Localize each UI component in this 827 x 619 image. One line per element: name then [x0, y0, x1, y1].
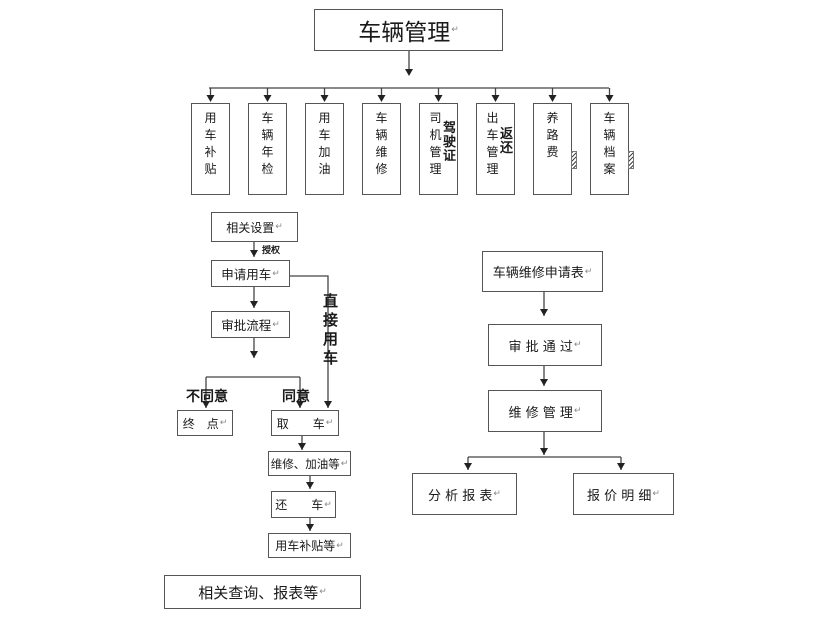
paragraph-mark: ↵ [652, 489, 660, 499]
analysis-report-text: 分 析 报 表 [428, 488, 493, 504]
settings-box: 相关设置↵ [211, 212, 298, 242]
repair-request-box: 车辆维修申请表↵ [482, 251, 603, 292]
paragraph-mark: ↵ [573, 340, 582, 350]
arrow-head-icon [548, 95, 557, 102]
paragraph-mark: ↵ [272, 268, 280, 279]
subsidy-box: 用车补贴等↵ [268, 533, 351, 558]
arrow-head-icon [263, 95, 272, 102]
approved-box: 审 批 通 过↵ [488, 324, 602, 366]
arrow-head-icon [206, 95, 215, 102]
maintain-text: 维修、加油等 [270, 456, 340, 471]
paragraph-mark: ↵ [573, 406, 582, 416]
title-text: 车辆管理 [358, 20, 451, 46]
direct-use-label: 直接用车 [323, 292, 339, 367]
module-side-label: 返还 [500, 127, 514, 156]
module-label: 养路费 [546, 111, 559, 159]
module-box: 司机管理驾驶证 [419, 103, 458, 195]
arrow-head-icon [296, 401, 304, 408]
module-side-label: 驾驶证 [443, 121, 457, 164]
connector-direct [290, 275, 329, 408]
approved-text: 审 批 通 过 [508, 339, 573, 355]
module-box: 用车加油 [305, 103, 344, 195]
return-box: 还 车↵ [271, 491, 336, 518]
paragraph-mark: ↵ [275, 222, 283, 232]
arrow-head-icon [605, 95, 614, 102]
query-text: 相关查询、报表等 [198, 583, 319, 602]
subsidy-text: 用车补贴等 [275, 539, 336, 553]
paragraph-mark: ↵ [336, 540, 344, 551]
arrow-head-icon [464, 463, 472, 470]
paragraph-mark: ↵ [325, 418, 334, 428]
settings-text: 相关设置 [226, 220, 275, 235]
module-label: 车辆档案 [603, 111, 616, 176]
title-box: 车辆管理↵ [314, 9, 503, 51]
query-box: 相关查询、报表等↵ [164, 575, 361, 609]
arrow-head-icon [434, 95, 443, 102]
arrow-head-icon [250, 301, 258, 308]
reject-label: 不同意 [186, 389, 228, 405]
paragraph-mark: ↵ [319, 587, 327, 597]
module-label: 用车补贴 [204, 111, 217, 176]
paragraph-mark: ↵ [451, 25, 459, 35]
end-text: 终 点 [182, 416, 219, 431]
repair-manage-box: 维 修 管 理↵ [488, 390, 602, 432]
module-box: 车辆年检 [248, 103, 287, 195]
paragraph-mark: ↵ [219, 418, 228, 428]
arrow-head-icon [298, 443, 306, 450]
module-box: 车辆档案 [590, 103, 629, 195]
agree-label: 同意 [282, 389, 310, 405]
arrow-head-icon [540, 448, 548, 455]
module-label: 出车管理 [486, 111, 499, 176]
hatch-marker-icon [628, 151, 634, 169]
paragraph-mark: ↵ [493, 489, 501, 499]
paragraph-mark: ↵ [272, 319, 280, 330]
module-box: 出车管理返还 [476, 103, 515, 195]
module-label: 司机管理 [429, 111, 442, 176]
arrow-head-icon [540, 309, 548, 316]
paragraph-mark: ↵ [340, 458, 349, 469]
paragraph-mark: ↵ [324, 499, 332, 510]
arrow-head-icon [250, 250, 258, 257]
analysis-report-box: 分 析 报 表↵ [412, 473, 517, 515]
arrow-head-icon [250, 351, 258, 358]
arrow-head-icon [540, 379, 548, 386]
arrow-head-icon [617, 463, 625, 470]
arrow-head-icon [324, 401, 332, 408]
arrow-head-icon [405, 69, 413, 76]
repair-request-text: 车辆维修申请表 [492, 266, 584, 281]
module-box: 用车补贴 [191, 103, 230, 195]
module-box: 车辆维修 [362, 103, 401, 195]
approval-box: 审批流程↵ [211, 311, 290, 338]
pickup-text: 取 车 [276, 416, 325, 431]
module-label: 车辆维修 [375, 111, 388, 176]
arrow-head-icon [491, 95, 500, 102]
pickup-box: 取 车↵ [271, 410, 339, 436]
module-box: 养路费 [533, 103, 572, 195]
hatch-marker-icon [571, 151, 577, 169]
module-label: 用车加油 [318, 111, 331, 176]
arrow-head-icon [202, 401, 210, 408]
authorize-label: 授权 [262, 246, 281, 256]
apply-box: 申请用车↵ [211, 260, 290, 287]
maintain-box: 维修、加油等↵ [268, 451, 351, 476]
repair-manage-text: 维 修 管 理 [508, 405, 573, 421]
arrow-head-icon [320, 95, 329, 102]
apply-text: 申请用车 [221, 267, 272, 282]
approval-text: 审批流程 [221, 318, 272, 333]
arrow-head-icon [377, 95, 386, 102]
return-text: 还 车 [275, 498, 324, 512]
arrow-head-icon [306, 524, 314, 531]
arrow-head-icon [306, 482, 314, 489]
quote-detail-text: 报 价 明 细 [587, 488, 652, 504]
paragraph-mark: ↵ [584, 266, 593, 277]
quote-detail-box: 报 价 明 细↵ [573, 473, 674, 515]
end-box: 终 点↵ [177, 410, 233, 436]
module-label: 车辆年检 [261, 111, 274, 176]
